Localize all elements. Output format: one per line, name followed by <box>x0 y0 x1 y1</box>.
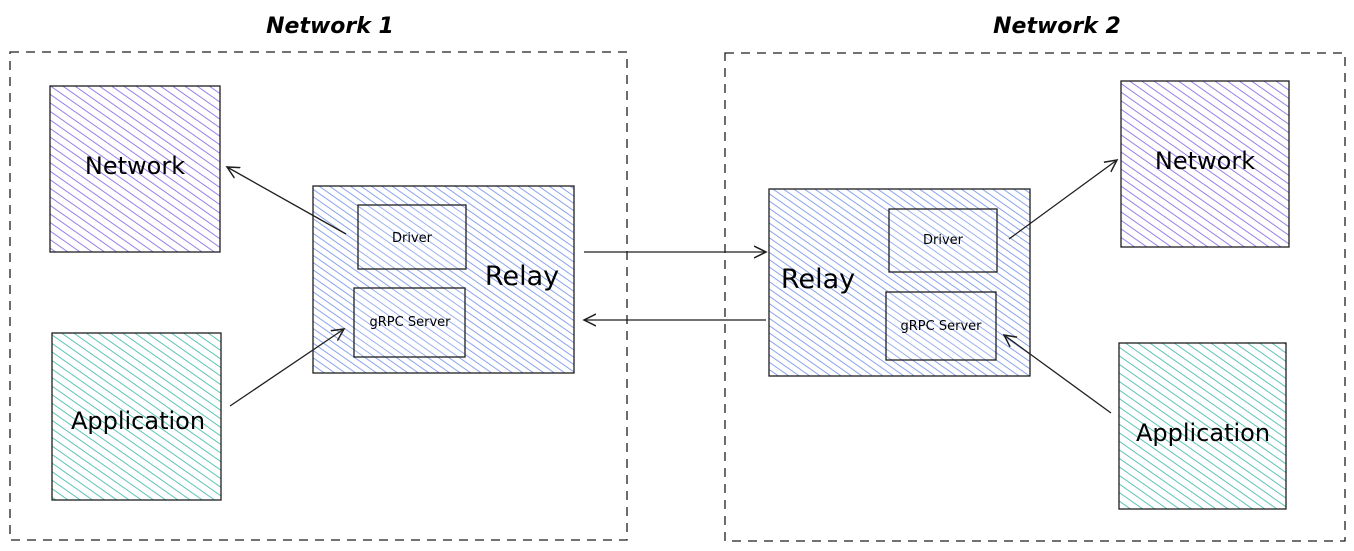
application-node-1: Application <box>51 332 222 501</box>
group-2-boundary <box>724 52 1346 542</box>
relay-node-1-label: Relay <box>485 261 559 292</box>
driver-box-1: Driver <box>357 204 467 270</box>
network-group-2: Network 2 Relay Driver gRPC Server Netwo… <box>724 14 1346 542</box>
network-group-1: Network 1 Network Application Relay Driv… <box>9 14 628 541</box>
driver-box-1-label: Driver <box>392 231 433 246</box>
arrow-driver-to-network-2 <box>1008 160 1117 240</box>
arrow-driver-to-network-1 <box>227 167 347 235</box>
driver-box-2-label: Driver <box>923 233 964 248</box>
group-1-title: Network 1 <box>266 14 394 39</box>
grpc-server-box-1-label: gRPC Server <box>370 315 452 330</box>
group-2-title: Network 2 <box>993 14 1121 39</box>
grpc-server-box-1: gRPC Server <box>353 287 466 358</box>
driver-box-2: Driver <box>888 208 998 273</box>
relay-node-1: Relay Driver gRPC Server <box>312 185 575 374</box>
network-node-2: Network <box>1120 80 1290 248</box>
relay-node-2: Relay Driver gRPC Server <box>768 188 1031 377</box>
network-node-1: Network <box>49 85 221 253</box>
grpc-server-box-2: gRPC Server <box>885 291 997 361</box>
network-node-1-label: Network <box>85 152 185 180</box>
group-1-boundary <box>9 51 628 541</box>
application-node-1-label: Application <box>71 407 205 435</box>
application-node-2: Application <box>1118 342 1287 510</box>
arrow-application-to-grpc-1 <box>229 329 344 407</box>
grpc-server-box-2-label: gRPC Server <box>901 319 983 334</box>
relay-node-2-label: Relay <box>781 264 855 295</box>
arrow-application-to-grpc-2 <box>1004 335 1112 414</box>
network-node-2-label: Network <box>1155 147 1255 175</box>
application-node-2-label: Application <box>1136 419 1270 447</box>
